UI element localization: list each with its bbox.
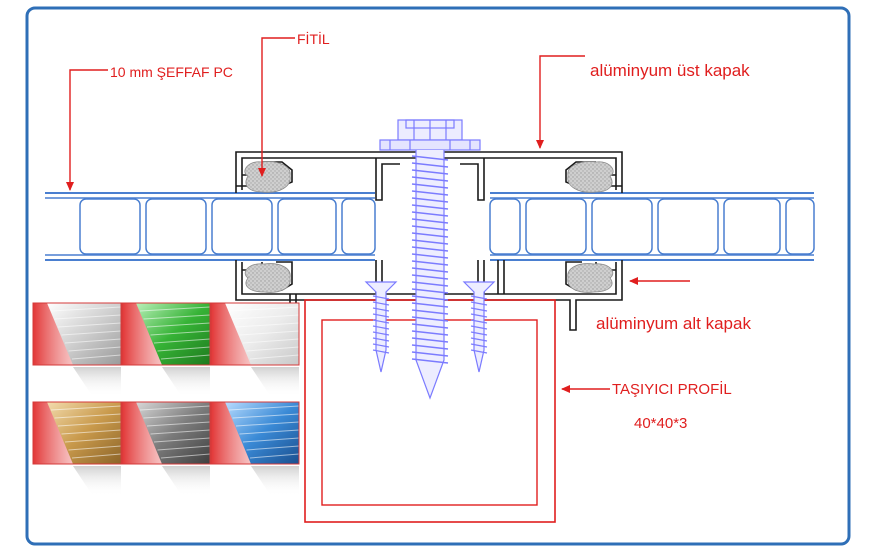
top-cap-label: alüminyum üst kapak — [590, 61, 750, 80]
carrier-profile-label: TAŞIYICI PROFİL — [612, 380, 732, 398]
fitil-leader — [258, 37, 295, 177]
swatch-blue — [210, 401, 300, 496]
bottom-cap-label: alüminyum alt kapak — [596, 314, 751, 333]
pc-sheet-label: 10 mm ŞEFFAF PC — [110, 64, 233, 80]
main-screw — [379, 119, 481, 400]
side-screw-left — [364, 281, 398, 373]
gaskets — [244, 161, 614, 293]
side-screw-right — [462, 281, 496, 373]
pc-sheet-right — [489, 192, 815, 261]
fitil-label: FİTİL — [297, 30, 330, 47]
swatch-opal — [210, 302, 300, 397]
top-cap-leader — [536, 55, 585, 149]
swatch-smoke — [121, 401, 211, 496]
swatch-bronze — [32, 401, 122, 496]
pc-sheet-left — [45, 192, 376, 261]
annotations — [66, 37, 690, 393]
pc-sheet-leader — [66, 69, 108, 191]
swatch-green — [121, 302, 211, 397]
sample-swatches — [32, 302, 300, 496]
carrier-size-label: 40*40*3 — [634, 415, 687, 432]
swatch-clear — [32, 302, 122, 397]
